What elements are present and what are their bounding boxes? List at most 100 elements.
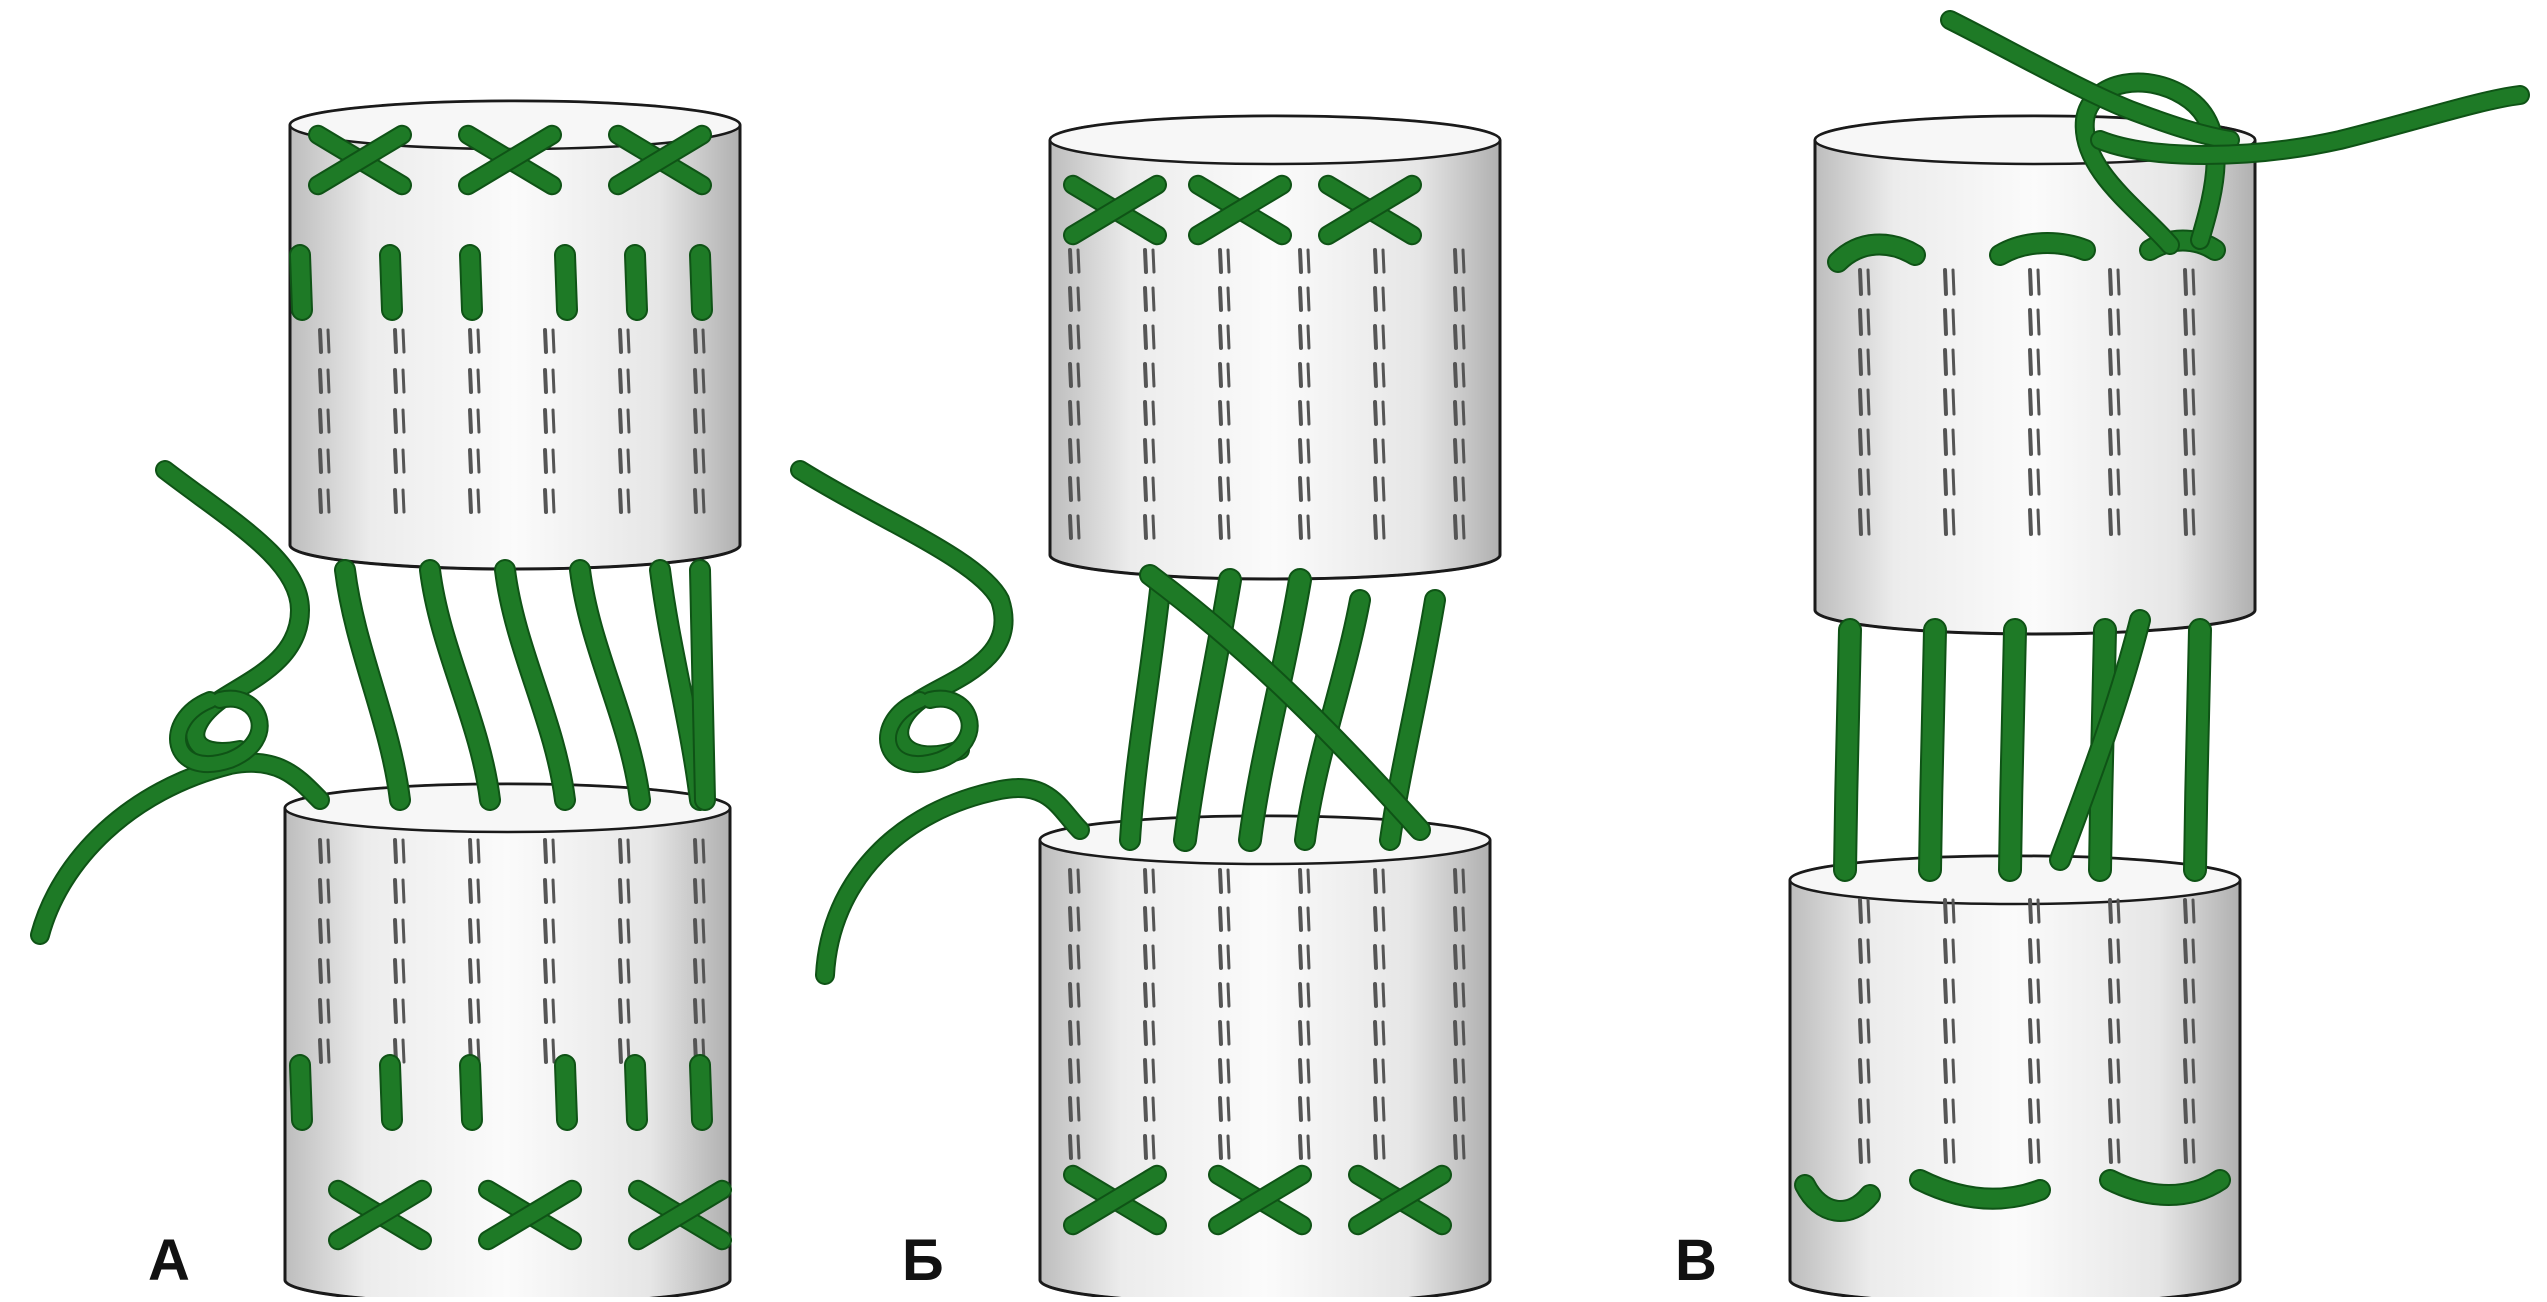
strand-a-right [691, 561, 714, 809]
tube-b-lower-bottom-rim [1038, 1279, 1492, 1302]
stitch-c-lower [2028, 1018, 2033, 1044]
stitch-b-upper [1143, 438, 1148, 464]
stitch-b-lower [1461, 1058, 1466, 1084]
stitch-b-lower [1218, 1020, 1223, 1046]
stitch-c-lower [2028, 978, 2033, 1004]
stitch-b-lower [1453, 868, 1458, 894]
stitch-b-upper [1068, 438, 1073, 464]
stitch-b-upper [1068, 514, 1073, 540]
stitch-c-upper [2028, 508, 2033, 536]
bar-a-lower [381, 1056, 401, 1129]
stitch-b-lower [1306, 1058, 1311, 1084]
stitch-a-upper [393, 368, 398, 394]
stitch-a-lower [693, 878, 698, 904]
stitch-c-upper [1858, 348, 1863, 376]
stitch-b-upper [1461, 400, 1466, 426]
stitch-b-upper [1298, 324, 1303, 350]
stitch-b-lower [1306, 868, 1311, 894]
stitch-b-lower [1076, 944, 1081, 970]
stitch-c-upper [2116, 508, 2121, 536]
stitch-a-lower [476, 958, 481, 984]
stitch-b-upper [1218, 286, 1223, 312]
stitch-a-lower [401, 1038, 406, 1064]
stitch-b-upper [1381, 324, 1386, 350]
stitch-b-upper [1461, 476, 1466, 502]
stitch-c-upper [1951, 268, 1956, 296]
stitch-b-upper [1306, 438, 1311, 464]
stitch-b-lower [1143, 944, 1148, 970]
stitch-c-lower [1866, 978, 1871, 1004]
stitch-c-lower [1858, 938, 1863, 964]
stitch-c-upper [1866, 468, 1871, 496]
stitch-c-upper [2116, 468, 2121, 496]
stitch-b-lower [1298, 1058, 1303, 1084]
stitch-c-lower [1866, 1058, 1871, 1084]
bar-a-lower [626, 1056, 646, 1129]
stitch-b-lower [1306, 1096, 1311, 1122]
stitch-b-lower [1381, 1058, 1386, 1084]
stitch-c-lower [1866, 938, 1871, 964]
stitch-c-lower [1866, 898, 1871, 924]
stitch-c-lower [2191, 938, 2196, 964]
stitch-b-lower [1373, 982, 1378, 1008]
stitch-b-upper [1381, 438, 1386, 464]
stitch-b-upper [1453, 438, 1458, 464]
panel-label-a: А [148, 1228, 190, 1293]
stitch-b-lower [1226, 1096, 1231, 1122]
stitch-a-upper [318, 488, 323, 514]
stitch-c-lower [2116, 898, 2121, 924]
stitch-c-upper [2191, 508, 2196, 536]
tube-c-upper [1813, 114, 2257, 636]
stitch-b-lower [1151, 868, 1156, 894]
stitch-c-lower [2116, 1098, 2121, 1124]
stitch-b-lower [1461, 1134, 1466, 1160]
stitch-a-lower [468, 998, 473, 1024]
cross-a-top [310, 126, 410, 194]
stitch-b-upper [1298, 286, 1303, 312]
stitch-b-upper [1381, 476, 1386, 502]
stitch-c-lower [2028, 938, 2033, 964]
stitch-b-upper [1373, 400, 1378, 426]
stitch-a-lower [618, 1038, 623, 1064]
stitch-b-upper [1068, 324, 1073, 350]
stitch-a-lower [693, 918, 698, 944]
stitch-a-lower [551, 838, 556, 864]
stitch-b-upper [1453, 324, 1458, 350]
stitch-b-upper [1151, 438, 1156, 464]
stitch-a-lower [326, 998, 331, 1024]
stitch-c-lower [2183, 898, 2188, 924]
stitch-b-upper [1226, 514, 1231, 540]
stitch-b-lower [1218, 1096, 1223, 1122]
stitch-a-lower [618, 998, 623, 1024]
stitch-a-upper [476, 328, 481, 354]
stitch-b-upper [1218, 400, 1223, 426]
stitch-b-lower [1461, 906, 1466, 932]
stitch-b-upper [1151, 400, 1156, 426]
bar-a-upper [381, 246, 401, 319]
stitch-b-upper [1381, 286, 1386, 312]
stitch-c-upper [1858, 308, 1863, 336]
stitch-b-upper [1381, 362, 1386, 388]
stitch-a-lower [476, 998, 481, 1024]
stitch-a-upper [693, 368, 698, 394]
stitch-b-lower [1298, 1020, 1303, 1046]
bar-a-lower [691, 1056, 711, 1129]
stitch-c-upper [2191, 308, 2196, 336]
stitch-a-lower [618, 958, 623, 984]
stitch-a-lower [476, 1038, 481, 1064]
stitch-b-upper [1373, 514, 1378, 540]
stitch-a-upper [401, 408, 406, 434]
stitch-a-upper [551, 448, 556, 474]
stitch-a-upper [468, 328, 473, 354]
cross-b-bottom [1065, 1166, 1165, 1234]
stitch-c-upper [2036, 348, 2041, 376]
stitch-a-upper [318, 368, 323, 394]
stitch-a-lower [468, 878, 473, 904]
stitch-a-upper [393, 448, 398, 474]
stitch-c-lower [2036, 938, 2041, 964]
stitch-b-lower [1453, 944, 1458, 970]
cross-a-bottom [480, 1181, 580, 1249]
rim-stitch-c-top-3 [2141, 231, 2224, 259]
stitch-a-upper [551, 368, 556, 394]
stitch-b-lower [1381, 1096, 1386, 1122]
